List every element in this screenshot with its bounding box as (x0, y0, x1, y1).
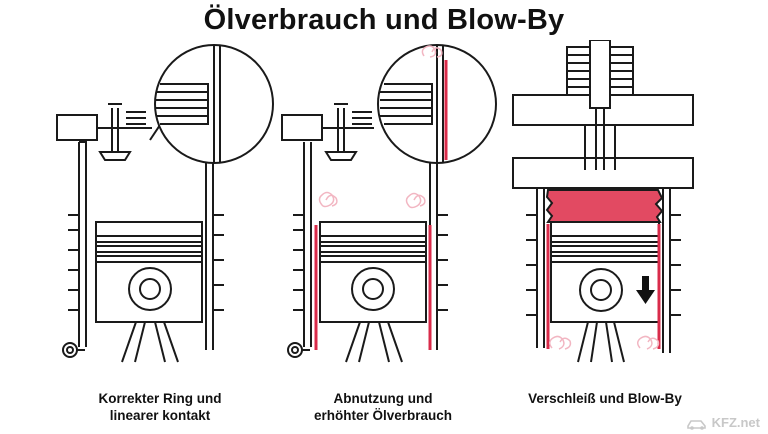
caption-panel-1-line-2: linearer kontakt (109, 408, 211, 423)
watermark: KFZ.net (686, 415, 760, 430)
engine-diagram (56, 40, 694, 363)
panel-1-correct-ring (56, 44, 274, 363)
caption-panel-1-line-1: Korrekter Ring und (98, 391, 222, 406)
down-arrow-icon (636, 276, 655, 304)
caption-panel-2: Abnutzung und erhöhter Ölverbrauch (283, 390, 483, 424)
caption-panel-3: Verschleiß und Blow-By (500, 390, 710, 407)
panel-3-wear-blow-by (512, 40, 694, 363)
panel-3-combustion-blow-by (545, 189, 664, 350)
caption-panel-3-line-1: Verschleiß und Blow-By (528, 391, 682, 406)
panel-2-oil-leak-marks (314, 45, 448, 350)
page-title: Ölverbrauch und Blow-By (203, 4, 565, 36)
panel-2-wear-oil-consumption (281, 44, 497, 363)
caption-panel-2-line-2: erhöhter Ölverbrauch (313, 408, 453, 423)
watermark-text: KFZ.net (711, 415, 760, 430)
caption-panel-1: Korrekter Ring und linearer kontakt (60, 390, 260, 424)
car-logo-icon (686, 419, 706, 430)
caption-panel-2-line-1: Abnutzung und (333, 391, 433, 406)
